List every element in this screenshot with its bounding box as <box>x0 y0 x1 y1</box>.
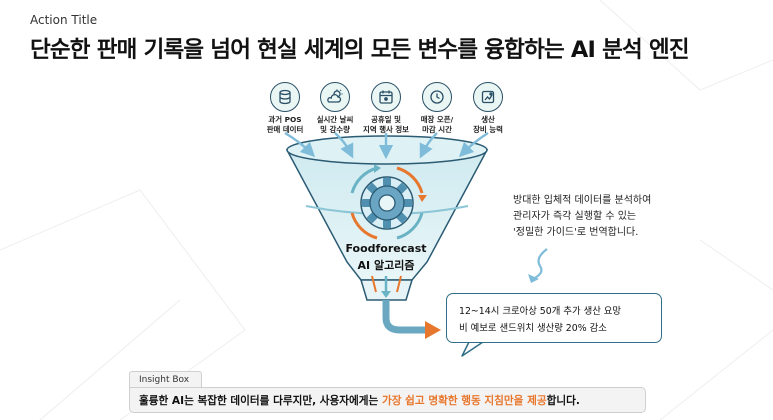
output-bubble: 12~14시 크로아상 50개 추가 생산 요망 비 예보로 샌드위치 생산량 … <box>446 293 662 343</box>
cycle-arrow <box>350 212 378 240</box>
source-store-hours: 매장 오픈/마감 시간 <box>392 82 482 135</box>
source-label-line1: 과거 POS <box>268 115 302 124</box>
inflow-arrow <box>334 132 354 159</box>
side-note: 방대한 입체적 데이터를 분석하여 관리자가 즉각 실행할 수 있는 '정밀한 … <box>513 193 651 241</box>
cycle-arrow <box>418 195 427 202</box>
insight-highlight: 가장 쉽고 명확한 행동 지침만을 제공 <box>381 395 547 407</box>
gear-icon <box>360 176 414 230</box>
engine-subtitle: AI 알고리즘 <box>357 259 415 272</box>
insight-text-before: 훌륭한 AI는 복잡한 데이터를 다루지만, 사용자에게는 <box>139 395 382 407</box>
output-arrowhead <box>425 321 441 339</box>
cycle-arrow <box>374 164 381 173</box>
cycle-arrow <box>396 212 424 240</box>
clock-icon <box>422 82 452 112</box>
calendar-icon <box>371 82 401 112</box>
insight-tab: Insight Box <box>129 371 202 389</box>
output-line: 12~14시 크로아상 50개 추가 생산 요망 <box>459 306 622 317</box>
callout-arrow <box>532 248 548 280</box>
outflow-arrow <box>371 275 377 293</box>
outflow-arrow <box>381 291 391 298</box>
source-label-line2: 및 강수량 <box>320 125 350 134</box>
insight-box: 훌륭한 AI는 복잡한 데이터를 다루지만, 사용자에게는 가장 쉽고 명확한 … <box>129 387 646 413</box>
equipment-icon <box>473 82 503 112</box>
inflow-arrow <box>419 132 438 159</box>
outflow-arrow <box>396 275 402 293</box>
callout-arrow <box>528 274 539 283</box>
source-label-line1: 실시간 날씨 <box>316 115 354 124</box>
engine-name: Foodforecast <box>345 242 427 255</box>
insight-text: 훌륭한 AI는 복잡한 데이터를 다루지만, 사용자에게는 가장 쉽고 명확한 … <box>139 393 580 408</box>
bubble-tail <box>461 339 487 357</box>
inflow-arrow <box>458 131 489 158</box>
weather-icon <box>320 82 350 112</box>
insight-text-after: 합니다. <box>546 395 580 407</box>
source-label-line2: 마감 시간 <box>422 125 452 134</box>
output-pipe <box>382 300 427 334</box>
page-title: 단순한 판매 기록을 넘어 현실 세계의 모든 변수를 융합하는 AI 분석 엔… <box>30 37 690 63</box>
source-label-line2: 장비 능력 <box>473 125 503 134</box>
output-line: 비 예보로 샌드위치 생산량 20% 감소 <box>459 323 607 334</box>
database-icon <box>270 82 300 112</box>
side-note-line: '정밀한 가이드'로 번역합니다. <box>513 227 639 238</box>
action-title: Action Title <box>30 13 98 27</box>
inflow-arrow <box>284 131 316 158</box>
source-label-line2: 판매 데이터 <box>266 125 304 134</box>
source-label-line1: 생산 <box>481 115 495 124</box>
cycle-arrow <box>396 166 424 194</box>
source-label-line1: 매장 오픈/ <box>420 115 454 124</box>
side-note-line: 방대한 입체적 데이터를 분석하여 <box>513 195 652 206</box>
source-label-line2: 지역 행사 정보 <box>363 125 409 134</box>
side-note-line: 관리자가 즉각 실행할 수 있는 <box>513 211 637 222</box>
source-label-line1: 공휴일 및 <box>371 115 401 124</box>
